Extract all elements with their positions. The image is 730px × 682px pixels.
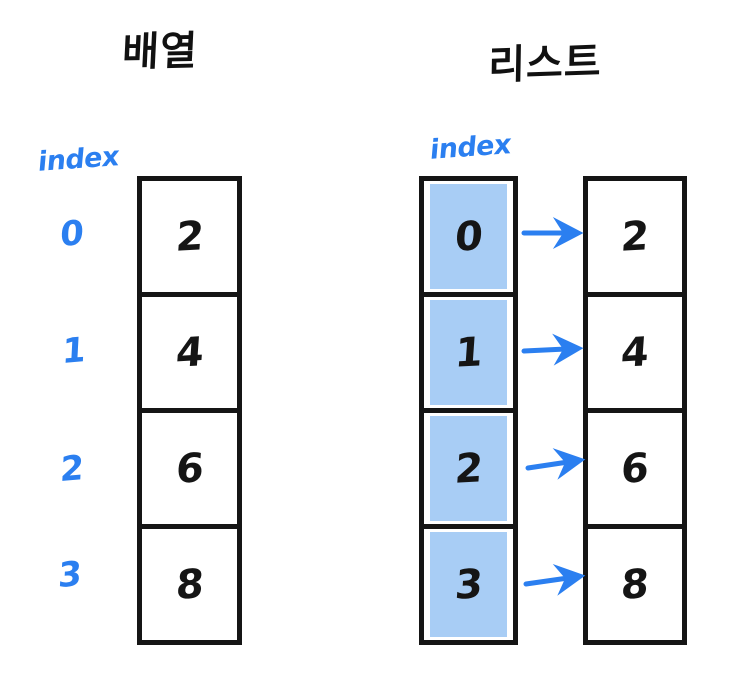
list-cell-3: 8 xyxy=(588,529,682,640)
array-cell-value-1: 4 xyxy=(173,328,206,377)
list-index-cell-0: 0 xyxy=(424,181,513,297)
list-index-cell-3: 3 xyxy=(424,529,513,640)
list-index-value-0: 0 xyxy=(452,212,485,261)
list-index-cell-fill-2 xyxy=(430,416,507,521)
right-arrow-icon-2 xyxy=(525,448,586,480)
array-cell-value-2: 6 xyxy=(173,444,206,493)
list-index-cell-fill-1 xyxy=(430,300,507,405)
list-index-label: index xyxy=(428,129,513,166)
list-title: 리스트 xyxy=(487,38,603,90)
list-index-column: 0 1 2 3 xyxy=(419,176,518,645)
list-index-cell-fill-0 xyxy=(430,184,507,289)
list-cell-0: 2 xyxy=(588,181,682,297)
array-cell-value-0: 2 xyxy=(173,212,206,261)
array-title: 배열 xyxy=(121,28,199,76)
list-cell-2: 6 xyxy=(588,413,682,529)
array-value-column: 2 4 6 8 xyxy=(137,176,242,645)
right-arrow-icon-1 xyxy=(521,333,584,366)
list-cell-value-2: 6 xyxy=(619,444,651,493)
list-index-cell-2: 2 xyxy=(424,413,513,529)
right-arrow-icon-3 xyxy=(523,563,586,596)
list-value-column: 2 4 6 8 xyxy=(583,176,687,645)
list-index-value-3: 3 xyxy=(452,560,485,609)
array-cell-2: 6 xyxy=(142,413,237,529)
array-index-0: 0 xyxy=(59,212,85,256)
list-cell-value-3: 8 xyxy=(619,560,651,609)
list-index-value-1: 1 xyxy=(452,328,485,377)
list-index-cell-1: 1 xyxy=(424,297,513,413)
array-cell-value-3: 8 xyxy=(173,560,206,609)
array-cell-3: 8 xyxy=(142,529,237,640)
array-index-label: index xyxy=(36,141,121,178)
array-cell-1: 4 xyxy=(142,297,237,413)
array-index-2: 2 xyxy=(59,447,85,491)
list-cell-value-1: 4 xyxy=(619,328,651,377)
list-cell-1: 4 xyxy=(588,297,682,413)
array-index-3: 3 xyxy=(57,553,83,597)
array-cell-0: 2 xyxy=(142,181,237,297)
list-cell-value-0: 2 xyxy=(619,212,651,261)
list-index-value-2: 2 xyxy=(452,444,485,493)
array-index-1: 1 xyxy=(61,329,87,373)
list-index-cell-fill-3 xyxy=(430,532,507,637)
